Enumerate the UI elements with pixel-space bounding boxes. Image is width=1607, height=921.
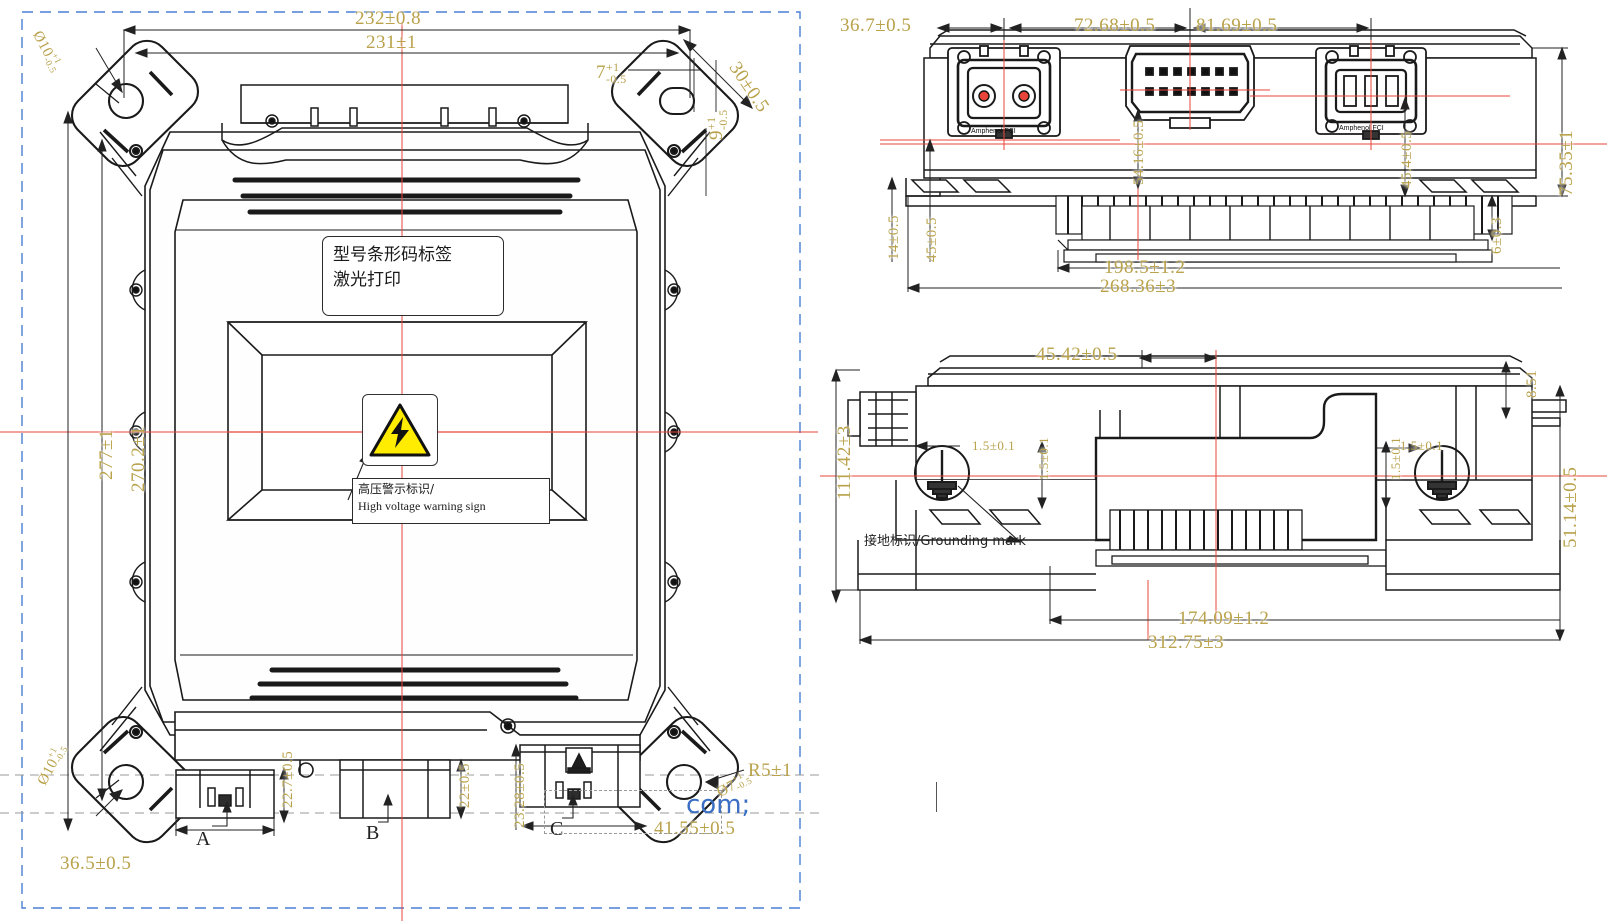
dim-tab-thickness-top: 7+1-0.5 bbox=[596, 61, 627, 86]
dim-connector-c-height: 23.28±0.5 bbox=[512, 762, 528, 828]
central-module bbox=[1094, 392, 1378, 542]
top-cooling-fins bbox=[232, 177, 581, 215]
dim-overall-length-top: 268.36±3 bbox=[1100, 276, 1177, 297]
connector-side-view-graphics: Amphenol FCI bbox=[880, 8, 1607, 293]
side-mount-dimples bbox=[129, 269, 681, 603]
dim-body-height: 45±0.5 bbox=[924, 217, 940, 262]
bottom-right-centerlines bbox=[820, 350, 1607, 640]
base-feet-right bbox=[1385, 480, 1561, 591]
dim-top-step: 8.51 bbox=[1524, 369, 1540, 398]
callout-c-label: C bbox=[550, 818, 564, 840]
dim-foot-thickness: 6±0.3 bbox=[1489, 217, 1505, 254]
dim-conn1-to-conn2: 72.68±0.5 bbox=[1074, 15, 1156, 36]
dim-tab-thickness-side: 9+1-0.5 bbox=[705, 109, 730, 140]
barcode-label-line1: 型号条形码标签 bbox=[333, 245, 452, 265]
grounding-mark-right bbox=[1414, 445, 1470, 501]
dim-corner-radius: R5±1 bbox=[748, 760, 793, 781]
corner-mount-ears bbox=[70, 39, 740, 844]
dim-top-offset: 45.42±0.5 bbox=[1036, 344, 1118, 365]
dim-overall-height: 277±1 bbox=[96, 429, 117, 480]
dim-ground-left-1: 1.5±0.1 bbox=[972, 438, 1016, 453]
heatsink-fins bbox=[1055, 195, 1513, 263]
dim-inner-length-bottom: 174.09±1.2 bbox=[1178, 608, 1270, 629]
watermark-box bbox=[544, 790, 722, 834]
dim-base-height-left: 14±0.5 bbox=[886, 215, 902, 260]
dim-right-height: 75.35±1 bbox=[1556, 129, 1577, 196]
dim-ground-left-2: 1.5±0.1 bbox=[1036, 436, 1051, 480]
dim-connector-a-height: 22.7±0.5 bbox=[280, 750, 296, 808]
dim-connector-b-height: 22±0.5 bbox=[457, 763, 473, 808]
dim-inner-length-top: 198.5±1.2 bbox=[1104, 257, 1186, 278]
bottom-cooling-fins bbox=[249, 667, 579, 701]
dim-connector-height: 54.16±0.5 bbox=[1131, 119, 1147, 185]
dim-conn2-to-conn3: 81.69±0.5 bbox=[1196, 15, 1278, 36]
dim-overall-width: 232±0.8 bbox=[355, 8, 422, 29]
connector1-brand-text: Amphenol FCI bbox=[971, 128, 1016, 135]
sheet-border bbox=[21, 11, 801, 909]
long-side-view-graphics bbox=[820, 350, 1607, 645]
dim-overall-length-bottom: 312.75±3 bbox=[1148, 632, 1225, 653]
bottom-right-dimension-lines bbox=[831, 350, 1565, 645]
watermark-divider bbox=[936, 782, 937, 812]
lightning-bolt-icon bbox=[369, 403, 431, 457]
top-boss bbox=[221, 84, 589, 165]
dim-inner-height: 270.2±1 bbox=[128, 425, 149, 492]
dim-left-height-bottom: 111.42±3 bbox=[834, 425, 855, 500]
dim-right-height-bottom: 51.14±0.5 bbox=[1560, 466, 1581, 548]
connector-c bbox=[519, 744, 641, 808]
high-voltage-hazard-sign bbox=[362, 394, 438, 466]
hv-warning-cn: 高压警示标识/ bbox=[358, 482, 435, 496]
dim-right-connector-height: 45.4±0.5 bbox=[1399, 130, 1415, 188]
grounding-mark-label: 接地标识/Grounding mark bbox=[864, 534, 1026, 549]
connector-b bbox=[339, 759, 451, 819]
callout-a-label: A bbox=[196, 828, 211, 850]
dim-connector-a-width: 36.5±0.5 bbox=[60, 853, 132, 874]
dim-left-offset: 36.7±0.5 bbox=[840, 15, 912, 36]
barcode-label-box: 型号条形码标签 激光打印 bbox=[322, 236, 504, 316]
callout-b-label: B bbox=[366, 822, 380, 844]
hv-warning-label-box: 高压警示标识/ High voltage warning sign bbox=[352, 478, 550, 524]
watermark-text: com; bbox=[686, 790, 751, 820]
barcode-label-line2: 激光打印 bbox=[333, 269, 401, 290]
dim-inner-width: 231±1 bbox=[366, 32, 417, 53]
grounding-mark-left bbox=[914, 445, 970, 501]
hv-warning-en: High voltage warning sign bbox=[358, 499, 486, 514]
dim-ground-right-1: 1.5±0.1 bbox=[1400, 438, 1444, 453]
dim-ground-right-2: 1.5±0.1 bbox=[1388, 436, 1403, 480]
top-right-dimension-lines bbox=[887, 8, 1568, 293]
connector3-brand-text: Amphenol FCI bbox=[1339, 125, 1384, 132]
